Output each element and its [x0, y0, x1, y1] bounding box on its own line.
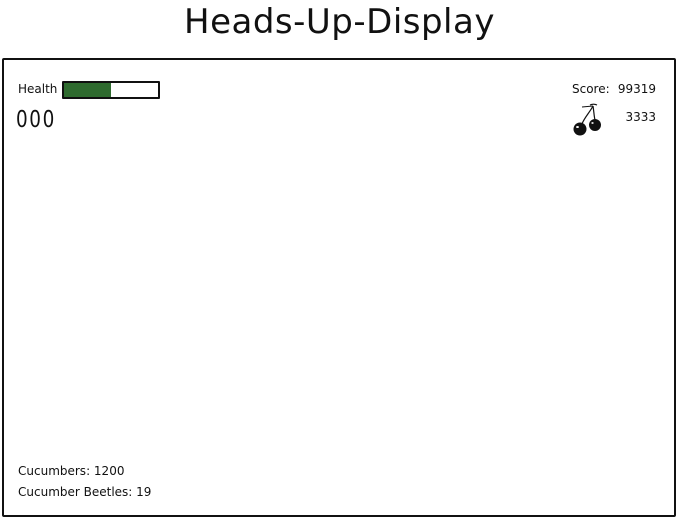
score-label: Score: — [572, 82, 610, 96]
cucumber-count: Cucumbers: 1200 — [18, 464, 125, 478]
health-label: Health — [18, 82, 58, 96]
cherry-count: 3333 — [625, 110, 656, 124]
page-title: Heads-Up-Display — [184, 2, 495, 42]
health-bar-fill — [64, 83, 111, 97]
score-value: 99319 — [617, 82, 656, 96]
cherry-icon — [573, 103, 601, 136]
beetle-count: Cucumber Beetles: 19 — [18, 485, 152, 499]
game-viewport: Health 000 Score: 99319 3333 Cucumbers: … — [2, 58, 676, 517]
health-bar — [62, 81, 160, 99]
lives-counter: 000 — [16, 107, 56, 133]
